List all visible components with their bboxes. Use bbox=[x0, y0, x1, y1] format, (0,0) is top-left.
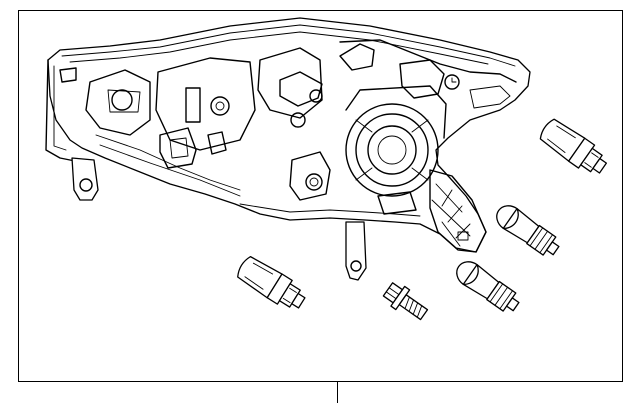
wedge-bulb-icon bbox=[237, 255, 306, 309]
round-bulb-icon bbox=[496, 205, 560, 256]
round-bulb-icon bbox=[456, 261, 520, 312]
wedge-bulb-icon bbox=[539, 118, 608, 174]
callout-leader-line bbox=[337, 382, 338, 403]
bolt-icon bbox=[382, 282, 429, 321]
headlamp-housing-icon bbox=[45, 17, 531, 281]
